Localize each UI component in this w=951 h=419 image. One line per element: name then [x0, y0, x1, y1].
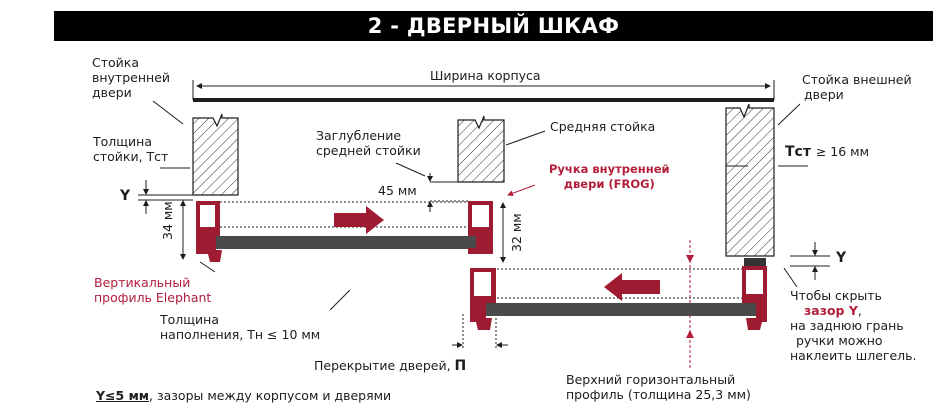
schlegel-brush — [744, 258, 766, 266]
elephant-profile-label: Вертикальный профиль Elephant — [94, 275, 212, 305]
frog-handle-label: Ручка внутренней двери (FROG) — [549, 162, 670, 191]
inner-door-post — [192, 113, 239, 196]
tst-rule-label: Тст ≥ 16 мм — [785, 144, 870, 160]
right-arrow-icon — [334, 206, 384, 234]
dim-34-label: 34 мм — [160, 201, 175, 240]
body-width-label: Ширина корпуса — [430, 68, 541, 83]
page-title: 2 - ДВЕРНЫЙ ШКАФ — [367, 14, 620, 38]
overlap-label: Перекрытие дверей, П — [314, 358, 467, 374]
middle-post-label: Средняя стойка — [550, 119, 656, 134]
leader-inner-post — [152, 100, 184, 125]
dim-45-dimension — [427, 173, 468, 212]
inner-door — [196, 201, 493, 262]
middle-post — [457, 115, 505, 183]
overlap-dimension — [452, 314, 508, 350]
body-width-dimension — [192, 80, 775, 102]
y-gap-right-dimension — [790, 242, 830, 280]
inner-post-label: Стойка внутренней двери — [92, 55, 171, 100]
leader-fill — [329, 289, 351, 311]
middle-recess-label: Заглубление средней стойки — [316, 128, 421, 158]
leader-middle-post — [505, 130, 546, 146]
leader-elephant — [199, 261, 216, 273]
leader-frog — [507, 184, 536, 197]
leader-recess — [395, 162, 426, 177]
dim-32-label: 32 мм — [509, 213, 524, 252]
outer-door-post — [725, 103, 775, 257]
left-arrow-icon — [604, 273, 660, 301]
leader-outer-post — [777, 103, 801, 126]
outer-post-label: Стойка внешней двери — [802, 72, 912, 102]
y-right-label: Y — [836, 250, 847, 266]
leader-gap — [783, 267, 798, 288]
footnote: Y≤5 мм, зазоры между корпусом и дверями — [96, 388, 392, 403]
dim-45-label: 45 мм — [378, 183, 417, 198]
fill-thickness-label: Толщина наполнения, Тн ≤ 10 мм — [160, 312, 321, 342]
y-gap-left-dimension — [138, 180, 193, 214]
header-bar: 2 - ДВЕРНЫЙ ШКАФ — [54, 11, 933, 41]
hide-gap-note: Чтобы скрыть зазор Y, на заднюю грань ру… — [790, 288, 917, 363]
outer-door — [470, 258, 767, 330]
y-left-label: Y — [120, 188, 131, 204]
top-profile-label: Верхний горизонтальный профиль (толщина … — [566, 372, 751, 402]
post-thickness-label: Толщина стойки, Тст — [93, 134, 169, 164]
